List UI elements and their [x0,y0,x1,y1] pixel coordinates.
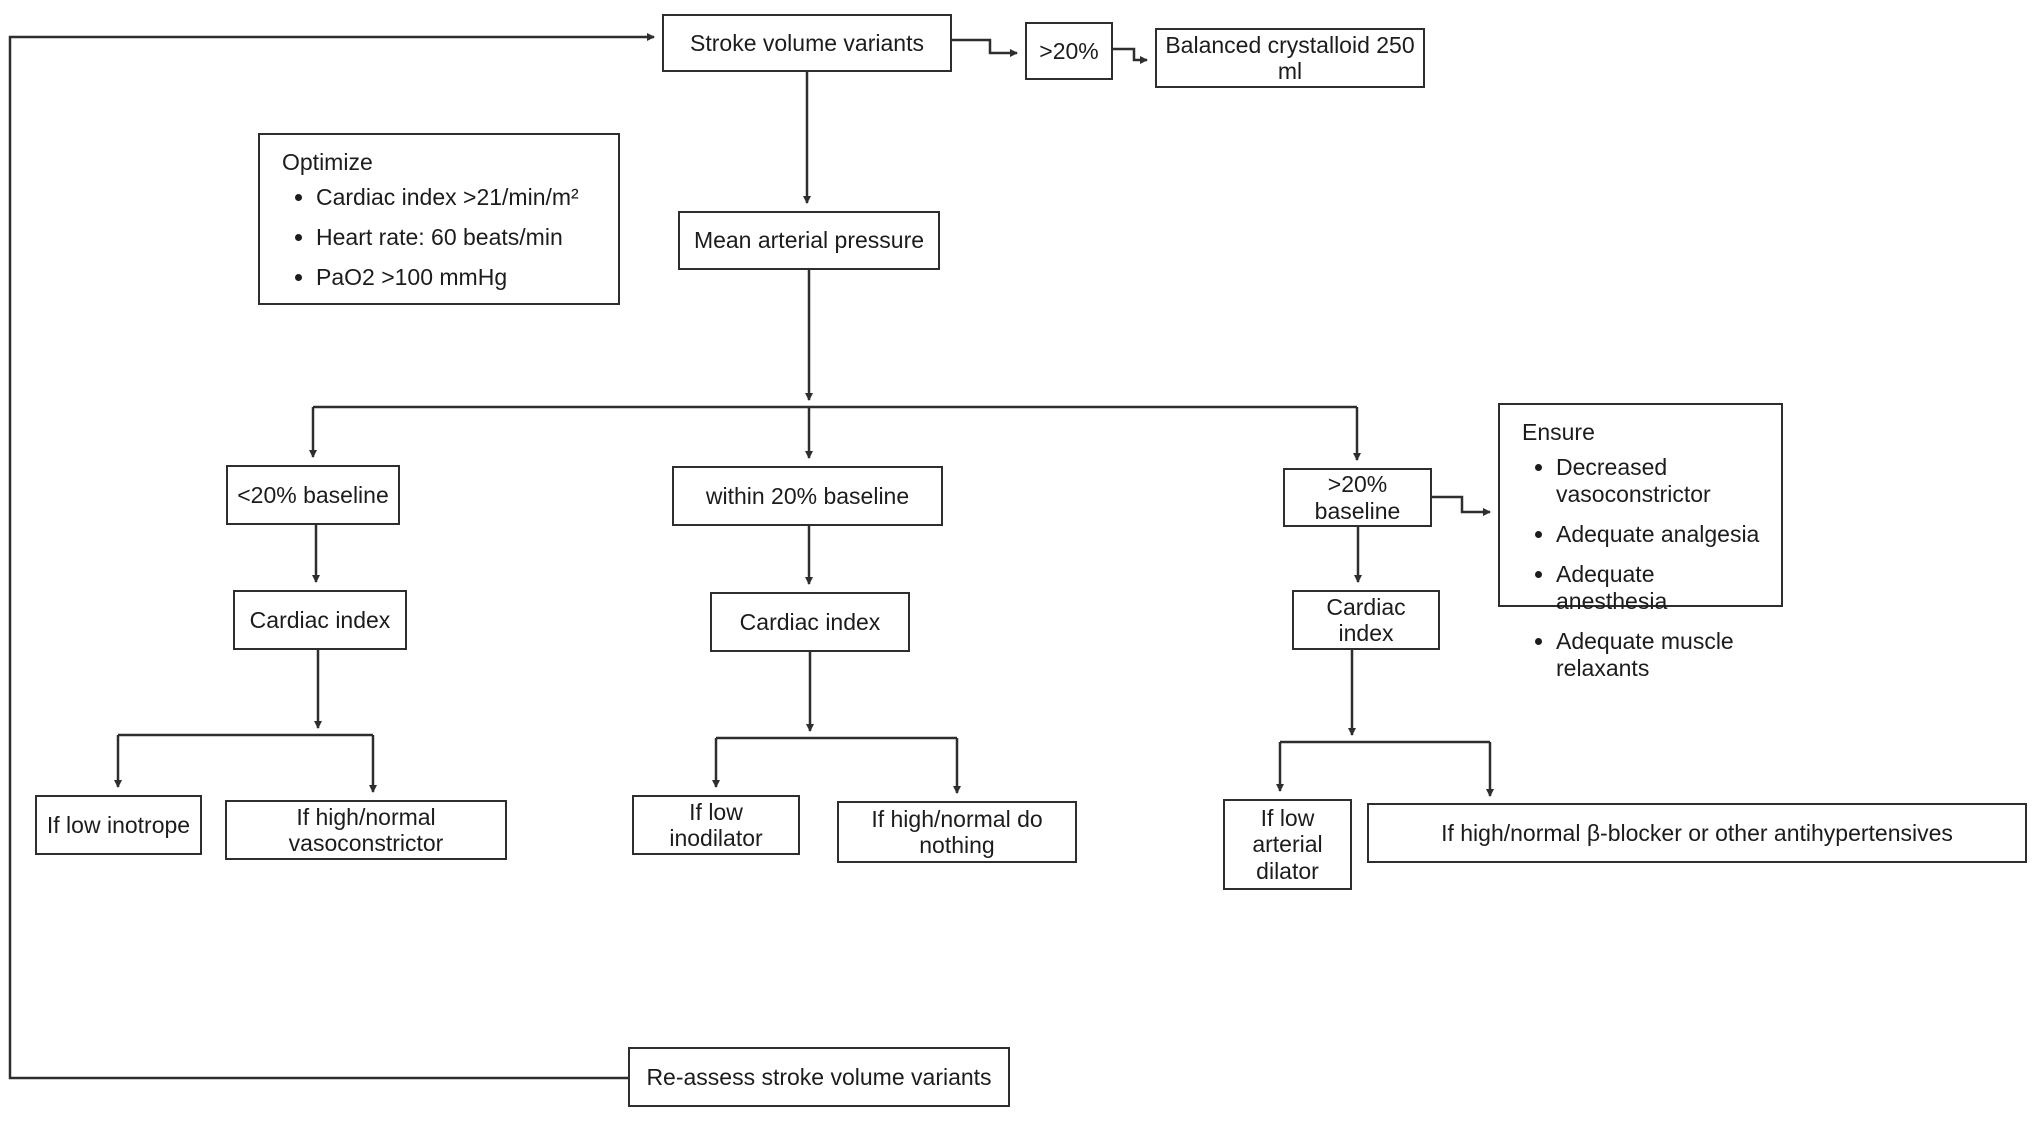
node-reassess-stroke-volume-variants: Re-assess stroke volume variants [628,1047,1010,1107]
optimize-title: Optimize [282,149,373,175]
node-gt20-trigger: >20% [1025,22,1113,80]
node-lt20-baseline: <20% baseline [226,465,400,525]
node-low-inodilator: If low inodilator [632,795,800,855]
optimize-list: Cardiac index >21/min/m² Heart rate: 60 b… [280,184,602,291]
node-high-normal-vasoconstrictor: If high/normal vasoconstrictor [225,800,507,860]
edge-reassess-to-svv-loop [8,33,655,1080]
node-low-arterial-dilator: If low arterial dilator [1223,799,1352,890]
ensure-title: Ensure [1522,419,1595,445]
bullet-item: Decreased vasoconstrictor [1556,454,1765,508]
node-mean-arterial-pressure: Mean arterial pressure [678,211,940,270]
optimize-box: Optimize Cardiac index >21/min/m² Heart r… [258,133,620,305]
edge-gt20-trigger-to-crystalloid [1113,47,1148,64]
bullet-item: Adequate anesthesia [1556,561,1765,615]
bullet-item: Cardiac index >21/min/m² [316,184,602,211]
ensure-box: Ensure Decreased vasoconstrictorAdequate… [1498,403,1783,681]
bullet-item: Adequate analgesia [1556,521,1765,548]
node-high-normal-beta-blocker: If high/normal β-blocker or other antihy… [1367,803,2027,863]
node-high-normal-do-nothing: If high/normal do nothing [837,801,1077,863]
node-cardiac-index-mid: Cardiac index [710,592,910,652]
node-cardiac-index-right: Cardiac index [1292,590,1440,650]
node-stroke-volume-variants: Stroke volume variants [662,14,952,72]
node-low-inotrope: If low inotrope [35,795,202,855]
node-within20-baseline: within 20% baseline [672,466,943,526]
edge-gt20-to-ensure [1432,495,1491,516]
ensure-list: Decreased vasoconstrictorAdequate analge… [1520,454,1765,682]
node-cardiac-index-left: Cardiac index [233,590,407,650]
bullet-item: Adequate muscle relaxants [1556,628,1765,682]
bullet-item: PaO2 >100 mmHg [316,264,602,291]
edge-svv-to-gt20-trigger [952,38,1018,57]
bullet-item: Heart rate: 60 beats/min [316,224,602,251]
node-gt20-baseline: >20% baseline [1283,468,1432,527]
node-balanced-crystalloid: Balanced crystalloid 250 ml [1155,28,1425,88]
